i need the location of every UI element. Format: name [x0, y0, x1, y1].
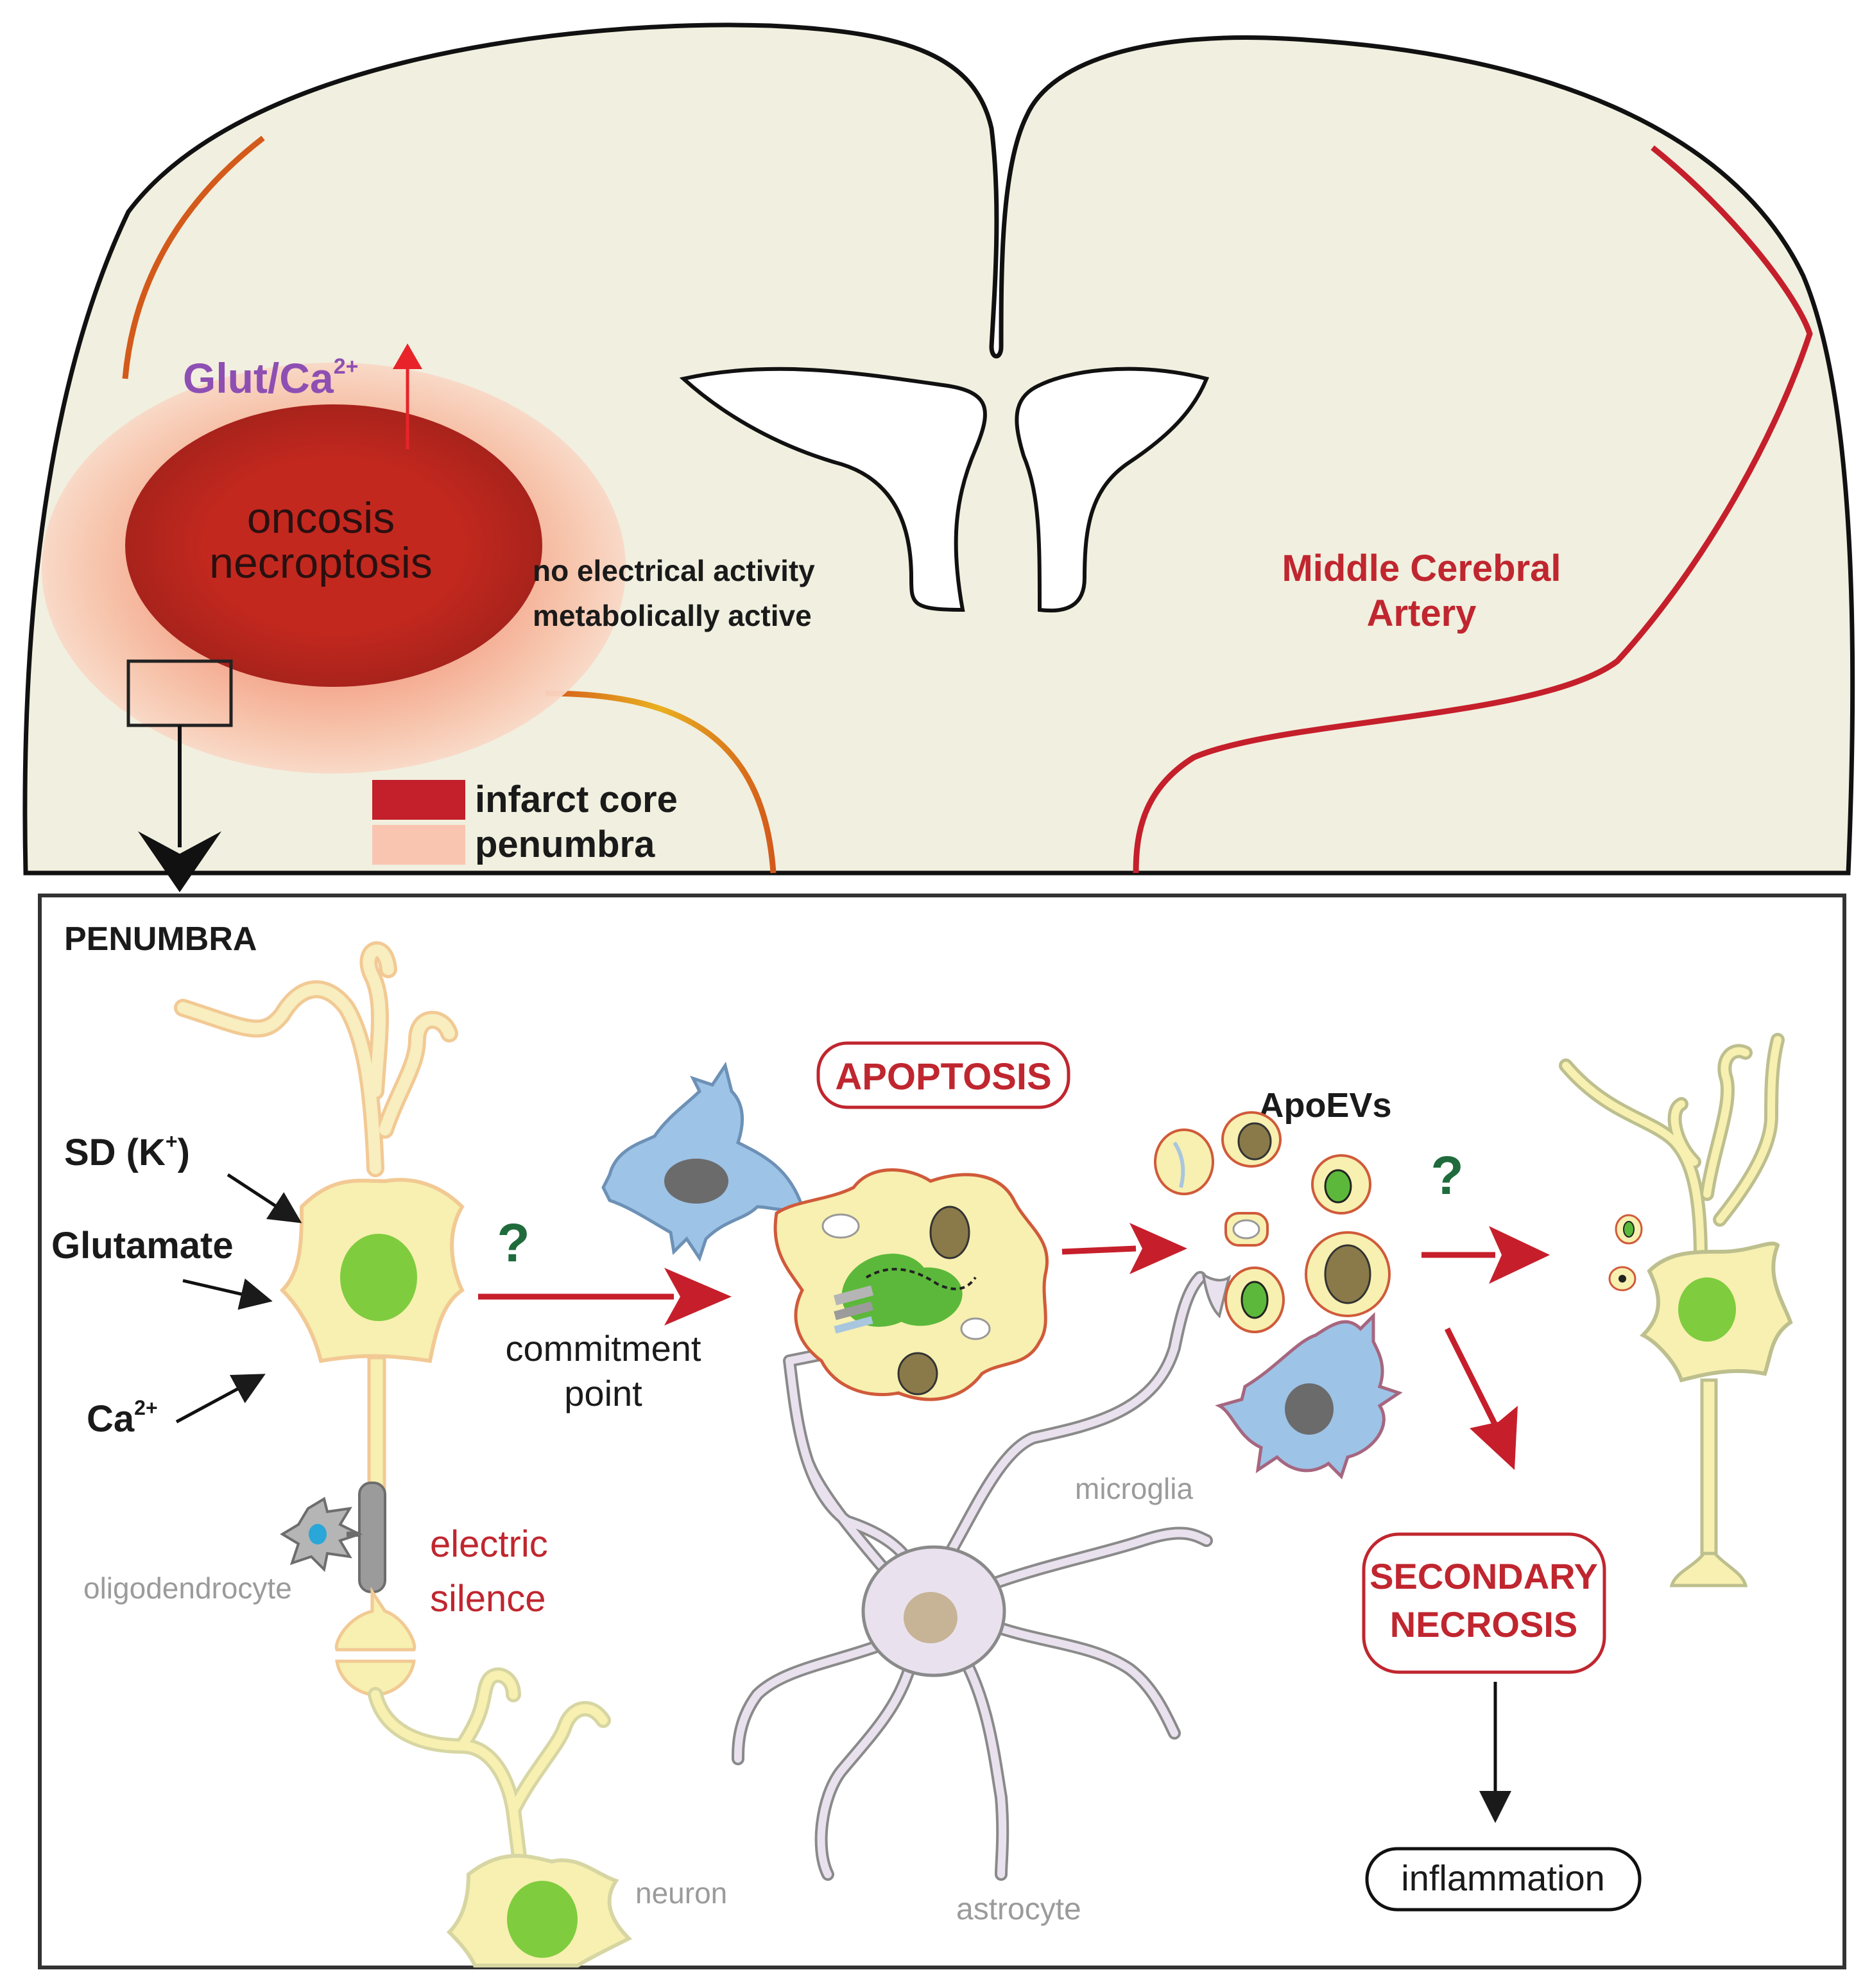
apoevs-arrowhead	[1129, 1223, 1187, 1274]
middle-cerebral-artery	[1133, 145, 1813, 874]
legend-penumbra-swatch	[372, 825, 465, 865]
left-artery-upper	[122, 135, 265, 379]
left-artery-lower	[545, 690, 777, 874]
sd-label: SD (K+)	[64, 1130, 190, 1173]
microglia-lower	[1215, 1311, 1403, 1480]
glut-arrowhead	[393, 343, 422, 369]
secondary-label-2: NECROSIS	[1390, 1604, 1578, 1645]
apoevs-arrow	[1061, 1245, 1137, 1255]
oligodendrocyte-cell	[280, 1496, 363, 1573]
apoptosis-box	[816, 1041, 1070, 1109]
penumbra-panel: PENUMBRA SD (K	[38, 894, 1846, 1969]
panel-title: PENUMBRA	[64, 921, 257, 958]
no-activity-label: no electrical activity	[533, 554, 815, 587]
necrosis-arrow	[1444, 1327, 1498, 1427]
ca-arrow	[175, 1374, 266, 1424]
core-label-1: oncosis	[247, 494, 395, 542]
question-1: ?	[497, 1213, 529, 1273]
microglia-upper	[601, 1061, 805, 1262]
glutamate-label: Glutamate	[51, 1225, 234, 1266]
sd-arrow	[227, 1173, 302, 1223]
microglia-label: microglia	[1075, 1472, 1193, 1505]
artery-label-1: Middle Cerebral	[1282, 548, 1561, 589]
neuron-arrowhead	[1489, 1226, 1550, 1284]
legend-core-swatch	[372, 780, 465, 820]
apoptotic-vesicles	[1154, 1111, 1391, 1333]
lower-neuron	[368, 1667, 633, 1967]
commitment-label-2: point	[564, 1373, 642, 1413]
electric-label-1: electric	[430, 1523, 548, 1565]
artery-label-2: Artery	[1367, 592, 1477, 634]
glut-label: Glut/Ca2+	[183, 354, 358, 402]
astrocyte-cell	[732, 1270, 1232, 1881]
apoptosis-label: APOPTOSIS	[835, 1056, 1051, 1098]
question-2: ?	[1430, 1145, 1463, 1206]
apoevs-label: ApoEVs	[1258, 1086, 1391, 1125]
metabolic-label: metabolically active	[533, 599, 812, 632]
brain-section: oncosis necroptosis Glut/Ca2+ no electri…	[22, 22, 1855, 892]
electric-label-2: silence	[430, 1578, 546, 1620]
core-label-2: necroptosis	[209, 539, 433, 587]
neuron-label: neuron	[635, 1876, 727, 1910]
commitment-label-1: commitment	[506, 1328, 701, 1369]
legend-penumbra-label: penumbra	[475, 824, 655, 865]
legend-core-label: infarct core	[475, 779, 678, 820]
right-ventricle	[1015, 367, 1210, 613]
right-neuron	[1559, 1033, 1793, 1587]
oligodendrocyte-label: oligodendrocyte	[83, 1571, 292, 1605]
ca-label: Ca2+	[87, 1396, 158, 1440]
necrosis-arrowhead	[1470, 1406, 1518, 1470]
astrocyte-label: astrocyte	[956, 1892, 1081, 1926]
apoptotic-cell	[773, 1168, 1049, 1401]
infarct-core	[125, 404, 542, 687]
left-ventricle	[679, 367, 987, 612]
commitment-arrowhead	[664, 1268, 732, 1326]
main-neuron	[174, 941, 465, 1697]
inflammation-label: inflammation	[1401, 1858, 1604, 1898]
zoom-arrowhead	[138, 831, 221, 892]
inflammation-box	[1365, 1847, 1642, 1912]
secondary-label-1: SECONDARY	[1370, 1556, 1598, 1596]
secondary-necrosis-box	[1362, 1532, 1606, 1674]
glutamate-arrow	[182, 1278, 273, 1310]
